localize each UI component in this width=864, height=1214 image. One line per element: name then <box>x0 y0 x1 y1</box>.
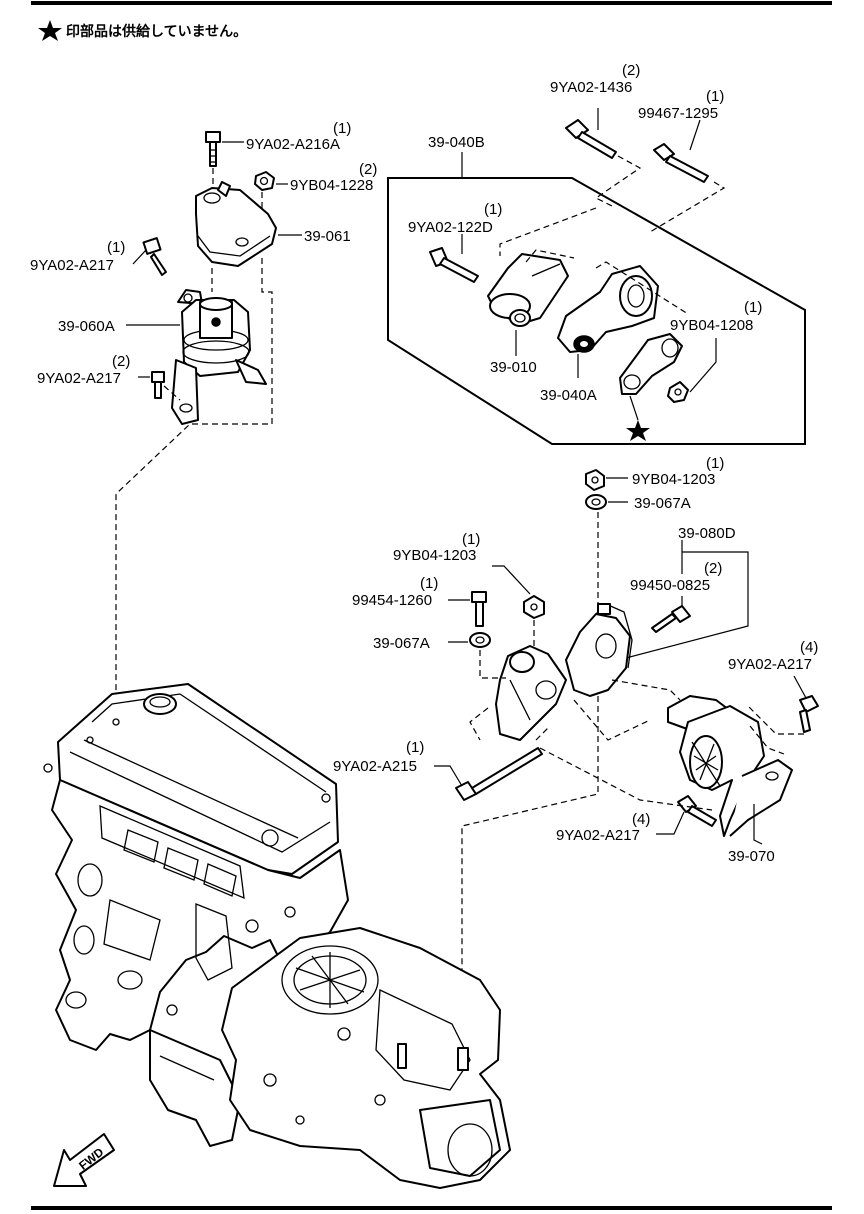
bolt-9ya02-1436 <box>565 119 617 159</box>
qty-9ya02-122d: (1) <box>484 201 502 218</box>
bolt-9ya02-a217-low <box>677 795 717 827</box>
torque-rod-box <box>387 177 806 445</box>
label-9ya02-a216a: 9YA02-A216A <box>246 136 340 153</box>
bolt-9ya02-a217-top <box>142 237 167 276</box>
star-icon <box>626 420 650 441</box>
label-39-061: 39-061 <box>304 228 351 245</box>
qty-9ya02-a217-top: (1) <box>107 239 125 256</box>
qty-9yb04-1208: (1) <box>744 299 762 316</box>
label-9yb04-1203-right: 9YB04-1203 <box>632 471 715 488</box>
washer-39-067a-left <box>469 632 491 648</box>
bracket-39-080d <box>565 603 633 697</box>
oil-pan <box>149 1029 241 1147</box>
bolt-9ya02-a217-mid <box>151 371 165 399</box>
label-9ya02-1436: 9YA02-1436 <box>550 79 632 96</box>
bolt-9ya02-a215 <box>455 747 543 801</box>
star-icon <box>38 20 62 41</box>
fwd-arrow-icon: FWD <box>53 1133 115 1187</box>
label-39-060a: 39-060A <box>58 318 115 335</box>
label-99450-0825: 99450-0825 <box>630 577 710 594</box>
qty-9ya02-a217-mid: (2) <box>112 353 130 370</box>
label-9ya02-a217-mid: 9YA02-A217 <box>37 370 121 387</box>
qty-9ya02-1436: (2) <box>622 62 640 79</box>
qty-9yb04-1203-right: (1) <box>706 455 724 472</box>
label-9yb04-1228: 9YB04-1228 <box>290 177 373 194</box>
bolt-99467-1295 <box>653 143 709 183</box>
qty-9ya02-a215: (1) <box>406 739 424 756</box>
label-9ya02-a217-low: 9YA02-A217 <box>556 827 640 844</box>
link-star-part <box>619 333 683 395</box>
label-39-040a: 39-040A <box>540 387 597 404</box>
qty-9ya02-a217-right: (4) <box>800 639 818 656</box>
nut-9yb04-1203-right <box>585 469 605 491</box>
header-note: 印部品は供給していません。 <box>66 23 247 40</box>
qty-9yb04-1203-left: (1) <box>462 531 480 548</box>
label-9ya02-122d: 9YA02-122D <box>408 219 493 236</box>
bolt-9ya02-a217-right <box>799 695 819 733</box>
nut-9yb04-1228 <box>254 171 275 191</box>
bolt-99454-1260 <box>471 591 487 627</box>
qty-99454-1260: (1) <box>420 575 438 592</box>
label-39-070: 39-070 <box>728 848 775 865</box>
label-9ya02-a215: 9YA02-A215 <box>333 758 417 775</box>
label-9ya02-a217-right: 9YA02-A217 <box>728 656 812 673</box>
label-39-080d: 39-080D <box>678 525 736 542</box>
label-9ya02-a217-top: 9YA02-A217 <box>30 257 114 274</box>
label-39-010: 39-010 <box>490 359 537 376</box>
label-9yb04-1208: 9YB04-1208 <box>670 317 753 334</box>
bolt-99450-0825 <box>651 605 691 633</box>
label-99454-1260: 99454-1260 <box>352 592 432 609</box>
mount-39-060a <box>171 268 267 425</box>
transmission-mount-group <box>434 469 819 1050</box>
nut-9yb04-1208 <box>667 381 689 403</box>
engine-mount-upper-group <box>115 131 302 694</box>
bell-housing <box>281 945 379 1015</box>
label-39-067a-left: 39-067A <box>373 635 430 652</box>
bracket-39-010 <box>487 253 569 327</box>
bolt-9ya02-a216a <box>205 131 221 167</box>
label-39-067a-right: 39-067A <box>634 495 691 512</box>
output-shaft-housing <box>419 1099 501 1177</box>
bolt-9ya02-122d <box>429 247 479 283</box>
qty-99450-0825: (2) <box>704 560 722 577</box>
label-39-040b: 39-040B <box>428 134 485 151</box>
mount-39-070 <box>667 695 793 837</box>
washer-39-067a-right <box>585 494 607 510</box>
label-9yb04-1203-left: 9YB04-1203 <box>393 547 476 564</box>
qty-99467-1295: (1) <box>706 88 724 105</box>
engine-transmission-assembly <box>43 683 511 1189</box>
rod-39-040a <box>557 265 659 353</box>
torque-rod-group <box>387 108 806 445</box>
bracket-transmission-left <box>495 645 567 741</box>
qty-9yb04-1228: (2) <box>359 161 377 178</box>
label-99467-1295: 99467-1295 <box>638 105 718 122</box>
nut-9yb04-1203-left <box>523 595 545 619</box>
callout-labels: (1) 9YA02-A216A (2) 9YB04-1228 39-061 (1… <box>30 62 818 865</box>
qty-9ya02-a217-low: (4) <box>632 811 650 828</box>
bracket-39-061 <box>195 181 277 267</box>
qty-9ya02-a216a: (1) <box>333 120 351 137</box>
